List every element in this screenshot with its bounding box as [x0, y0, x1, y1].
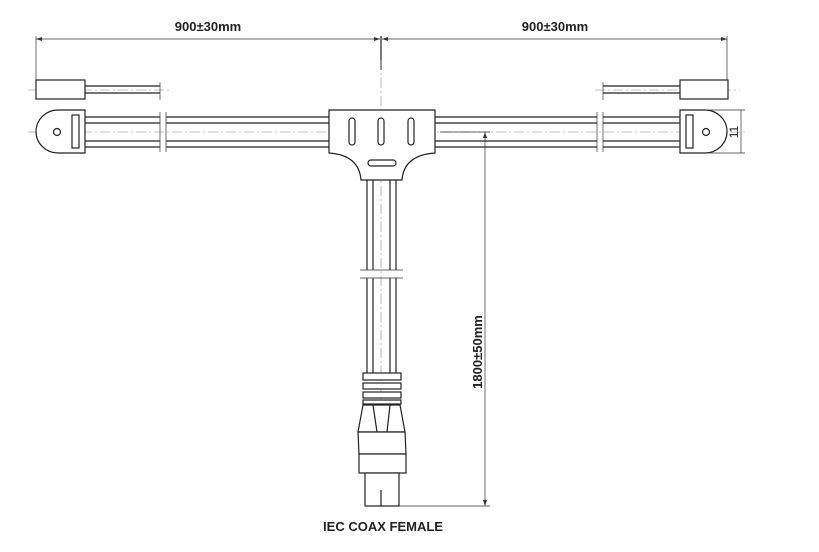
right-end-cap [679, 109, 728, 154]
stem-dimension: 1800±50mm [470, 315, 485, 389]
t-hub [328, 109, 436, 181]
vertical-stem [360, 180, 403, 373]
left-arm-dimension: 900±30mm [175, 19, 241, 34]
iec-coax-connector [357, 372, 407, 507]
left-end-cap [35, 109, 86, 154]
horizontal-arms [85, 112, 680, 152]
end-width-dimension-lines [706, 109, 745, 154]
end-width-dimension: 11 [727, 125, 741, 138]
stem-dimension-lines [399, 131, 490, 507]
top-dimension-lines [35, 36, 728, 80]
right-plug [602, 79, 729, 100]
left-plug [35, 79, 161, 100]
connector-label: IEC COAX FEMALE [323, 519, 443, 534]
right-arm-dimension: 900±30mm [522, 19, 588, 34]
